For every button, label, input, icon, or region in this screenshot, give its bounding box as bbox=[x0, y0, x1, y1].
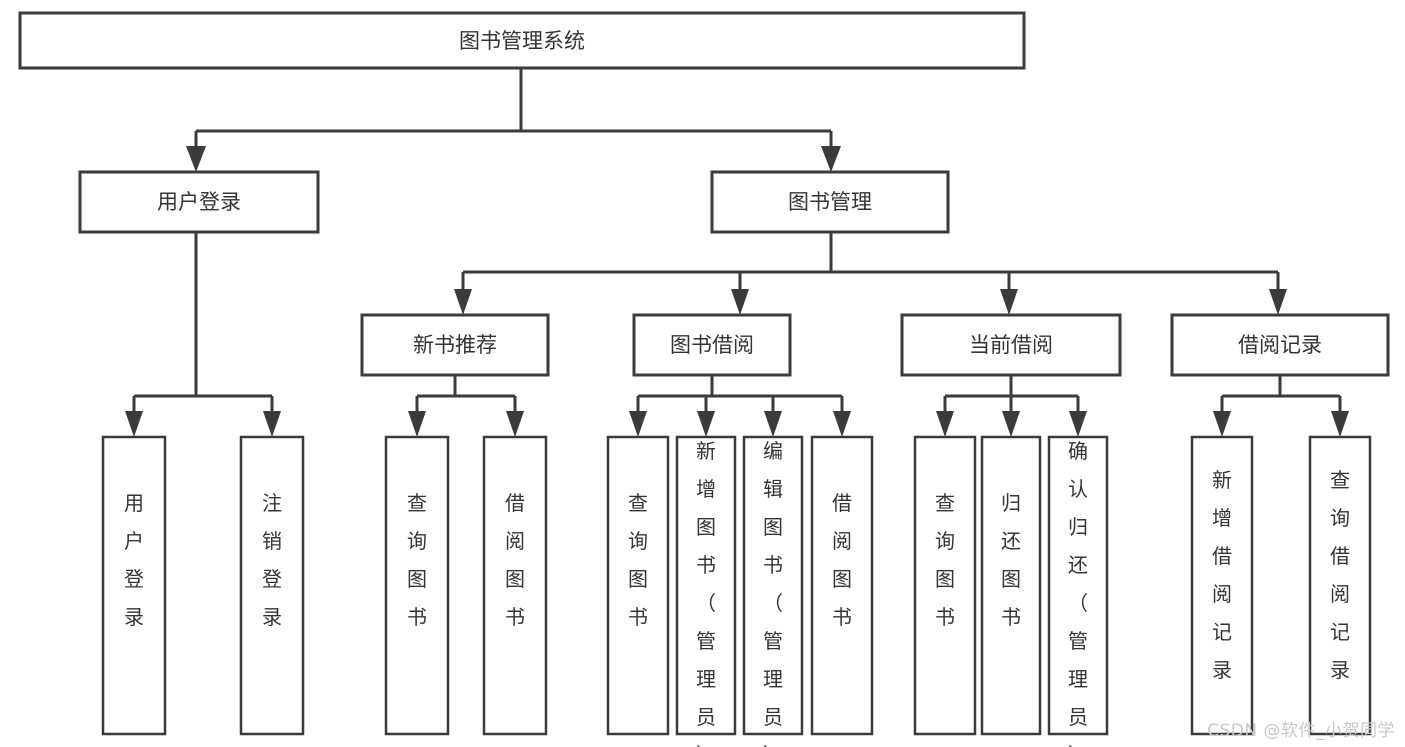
leaf-box-borrow-lend-book bbox=[810, 435, 874, 736]
node-new-book-recommend[interactable]: 新书推荐 bbox=[360, 313, 550, 377]
leaf-label-borrow-edit-book: 编辑图书（管理员） bbox=[763, 439, 783, 747]
node-book-borrow[interactable]: 图书借阅 bbox=[632, 313, 792, 377]
arrow-head-current-return bbox=[1002, 411, 1020, 437]
arrow-head-newbook-borrow bbox=[506, 411, 524, 437]
arrow-head-leaf-user-login bbox=[125, 411, 143, 437]
leaf-borrow-query-book[interactable]: 查询图书 bbox=[606, 435, 670, 736]
arrow-head-record-add bbox=[1213, 411, 1231, 437]
arrow-head-borrow-query bbox=[629, 411, 647, 437]
node-book-management[interactable]: 图书管理 bbox=[710, 170, 950, 234]
leaf-label-user-login: 用户登录 bbox=[124, 491, 144, 629]
leaf-box-newbook-query-book bbox=[384, 435, 450, 736]
leaf-current-return-book[interactable]: 归还图书 bbox=[980, 435, 1042, 736]
node-label-user-login: 用户登录 bbox=[157, 190, 241, 214]
leaf-label-borrow-query-book: 查询图书 bbox=[628, 491, 648, 629]
node-label-book-management: 图书管理 bbox=[788, 190, 872, 214]
arrow-head-borrow-record bbox=[1269, 289, 1287, 315]
leaf-newbook-borrow-book[interactable]: 借阅图书 bbox=[482, 435, 548, 736]
leaf-label-newbook-borrow-book: 借阅图书 bbox=[505, 491, 525, 629]
leaf-box-current-query-book bbox=[913, 435, 977, 736]
leaf-label-borrow-lend-book: 借阅图书 bbox=[832, 491, 852, 629]
arrow-head-book-borrow bbox=[731, 289, 749, 315]
leaf-label-current-query-book: 查询图书 bbox=[935, 491, 955, 629]
leaf-box-current-confirm-return bbox=[1047, 435, 1109, 736]
arrow-head-borrow-add bbox=[697, 411, 715, 437]
arrow-head-new-book bbox=[454, 289, 472, 315]
leaf-box-borrow-query-book bbox=[606, 435, 670, 736]
leaf-current-confirm-return[interactable]: 确认归还（管理员） bbox=[1047, 435, 1109, 747]
leaf-user-login[interactable]: 用户登录 bbox=[101, 435, 167, 736]
leaf-box-record-query bbox=[1308, 435, 1372, 736]
node-box-current-borrow bbox=[900, 313, 1122, 377]
node-borrow-record[interactable]: 借阅记录 bbox=[1170, 313, 1390, 377]
node-box-book-management bbox=[710, 170, 950, 234]
leaf-label-newbook-query-book: 查询图书 bbox=[407, 491, 427, 629]
arrow-head-borrow-lend bbox=[833, 411, 851, 437]
leaf-label-record-query: 查询借阅记录 bbox=[1330, 468, 1350, 682]
arrow-head-user-login bbox=[186, 146, 206, 172]
leaf-record-query[interactable]: 查询借阅记录 bbox=[1308, 435, 1372, 736]
node-label-book-borrow: 图书借阅 bbox=[670, 333, 754, 357]
node-box-user-login bbox=[78, 170, 320, 234]
node-system-root[interactable]: 图书管理系统 bbox=[18, 11, 1026, 70]
node-box-book-borrow bbox=[632, 313, 792, 377]
leaf-box-newbook-borrow-book bbox=[482, 435, 548, 736]
arrow-head-current-query bbox=[936, 411, 954, 437]
node-label-new-book-recommend: 新书推荐 bbox=[413, 333, 497, 357]
arrow-head-current-confirm bbox=[1069, 411, 1087, 437]
leaf-label-borrow-add-book: 新增图书（管理员） bbox=[696, 439, 716, 747]
leaf-label-logout: 注销登录 bbox=[262, 491, 282, 629]
leaf-logout[interactable]: 注销登录 bbox=[239, 435, 305, 736]
leaf-record-add[interactable]: 新增借阅记录 bbox=[1190, 435, 1254, 736]
arrow-head-record-query bbox=[1331, 411, 1349, 437]
leaf-borrow-lend-book[interactable]: 借阅图书 bbox=[810, 435, 874, 736]
leaf-borrow-add-book[interactable]: 新增图书（管理员） bbox=[675, 435, 737, 747]
leaf-box-borrow-add-book bbox=[675, 435, 737, 736]
leaf-label-current-return-book: 归还图书 bbox=[1001, 491, 1021, 629]
node-box-new-book-recommend bbox=[360, 313, 550, 377]
connectors-layer bbox=[125, 68, 1349, 437]
arrow-head-leaf-logout bbox=[263, 411, 281, 437]
leaf-borrow-edit-book[interactable]: 编辑图书（管理员） bbox=[742, 435, 804, 747]
leaf-box-borrow-edit-book bbox=[742, 435, 804, 736]
arrow-head-newbook-query bbox=[408, 411, 426, 437]
leaf-box-logout bbox=[239, 435, 305, 736]
leaf-label-record-add: 新增借阅记录 bbox=[1212, 468, 1232, 682]
node-box-borrow-record bbox=[1170, 313, 1390, 377]
leaf-box-record-add bbox=[1190, 435, 1254, 736]
node-label-borrow-record: 借阅记录 bbox=[1238, 333, 1322, 357]
arrow-head-current-borrow bbox=[1000, 289, 1018, 315]
node-label-system-root: 图书管理系统 bbox=[459, 29, 585, 53]
node-box-system-root bbox=[18, 11, 1026, 70]
arrow-head-borrow-edit bbox=[764, 411, 782, 437]
node-current-borrow[interactable]: 当前借阅 bbox=[900, 313, 1122, 377]
arrow-head-book-manage bbox=[821, 146, 841, 172]
leaf-box-user-login bbox=[101, 435, 167, 736]
leaf-box-current-return-book bbox=[980, 435, 1042, 736]
leaf-label-current-confirm-return: 确认归还（管理员） bbox=[1068, 439, 1088, 747]
leaf-current-query-book[interactable]: 查询图书 bbox=[913, 435, 977, 736]
node-label-current-borrow: 当前借阅 bbox=[969, 333, 1053, 357]
node-user-login[interactable]: 用户登录 bbox=[78, 170, 320, 234]
leaf-newbook-query-book[interactable]: 查询图书 bbox=[384, 435, 450, 736]
